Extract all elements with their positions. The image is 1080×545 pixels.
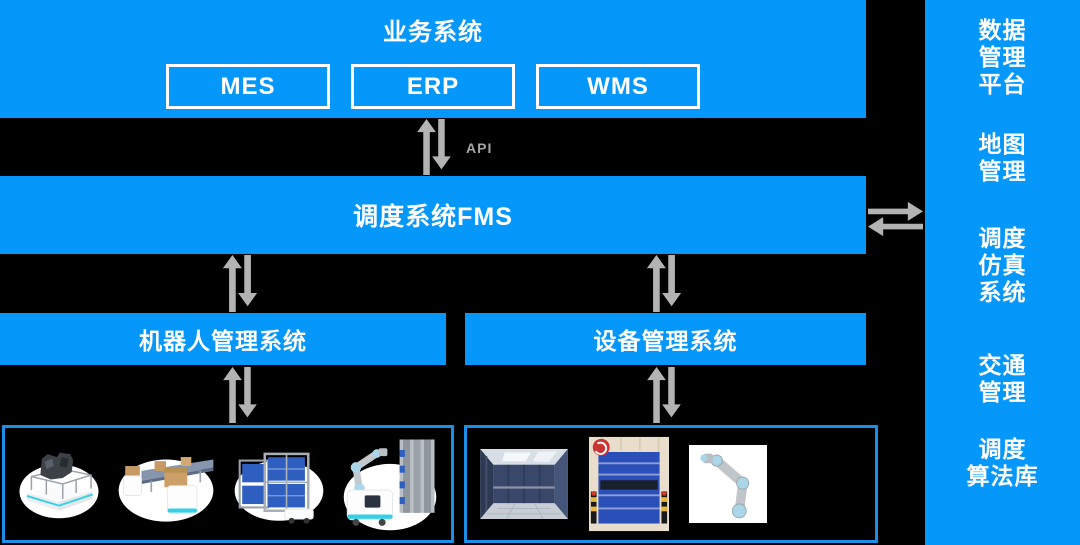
rapid-roll-door-photo: [589, 436, 669, 532]
fms-device-bidirectional-arrow-icon: [646, 255, 682, 312]
fms-scheduling-label: 调度系统FMS: [353, 203, 513, 231]
business-system-title: 业务系统: [383, 19, 483, 46]
business-system-box-row: MES ERP WMS: [0, 64, 866, 109]
api-label: API: [466, 140, 493, 156]
wms-box: WMS: [536, 64, 700, 109]
agv-box-conveyor-photo: [118, 457, 214, 522]
api-bidirectional-arrow-icon: [417, 119, 451, 175]
fms-platform-bidirectional-arrow-icon: [868, 201, 923, 237]
device-management-bar: 设备管理系统: [465, 313, 866, 365]
sidebar-item-scheduling-simulation-system: 调度 仿真 系统: [978, 225, 1027, 305]
sidebar-item-traffic-management: 交通 管理: [978, 352, 1027, 405]
erp-box: ERP: [351, 64, 515, 109]
device-gallery-bidirectional-arrow-icon: [647, 367, 681, 423]
robot-management-label: 机器人管理系统: [139, 328, 307, 354]
data-platform-sidebar: 数据 管理 平台 地图 管理 调度 仿真 系统 交通 管理 调度 算法库: [925, 0, 1080, 545]
freight-elevator-photo: [480, 449, 568, 519]
device-gallery-box: [464, 425, 878, 543]
robot-gallery-bidirectional-arrow-icon: [223, 367, 257, 423]
sidebar-item-scheduling-algorithm-library: 调度 算法库: [966, 436, 1039, 489]
fms-scheduling-bar: 调度系统FMS: [0, 176, 866, 254]
mobile-manipulator-rack-photo: [343, 439, 437, 531]
sidebar-item-map-management: 地图 管理: [978, 131, 1027, 184]
device-management-label: 设备管理系统: [593, 328, 738, 354]
agv-engine-carrier-photo: [19, 452, 99, 519]
robot-management-bar: 机器人管理系统: [0, 313, 446, 365]
mes-box: MES: [166, 64, 330, 109]
collaborative-robot-arm-photo: [689, 445, 767, 523]
agv-cage-bins-photo: [234, 452, 324, 524]
robot-gallery-box: [2, 425, 454, 543]
sidebar-item-data-management-platform: 数据 管理 平台: [978, 17, 1027, 97]
fms-robot-bidirectional-arrow-icon: [222, 255, 258, 312]
business-system-bar: 业务系统 MES ERP WMS: [0, 0, 866, 118]
